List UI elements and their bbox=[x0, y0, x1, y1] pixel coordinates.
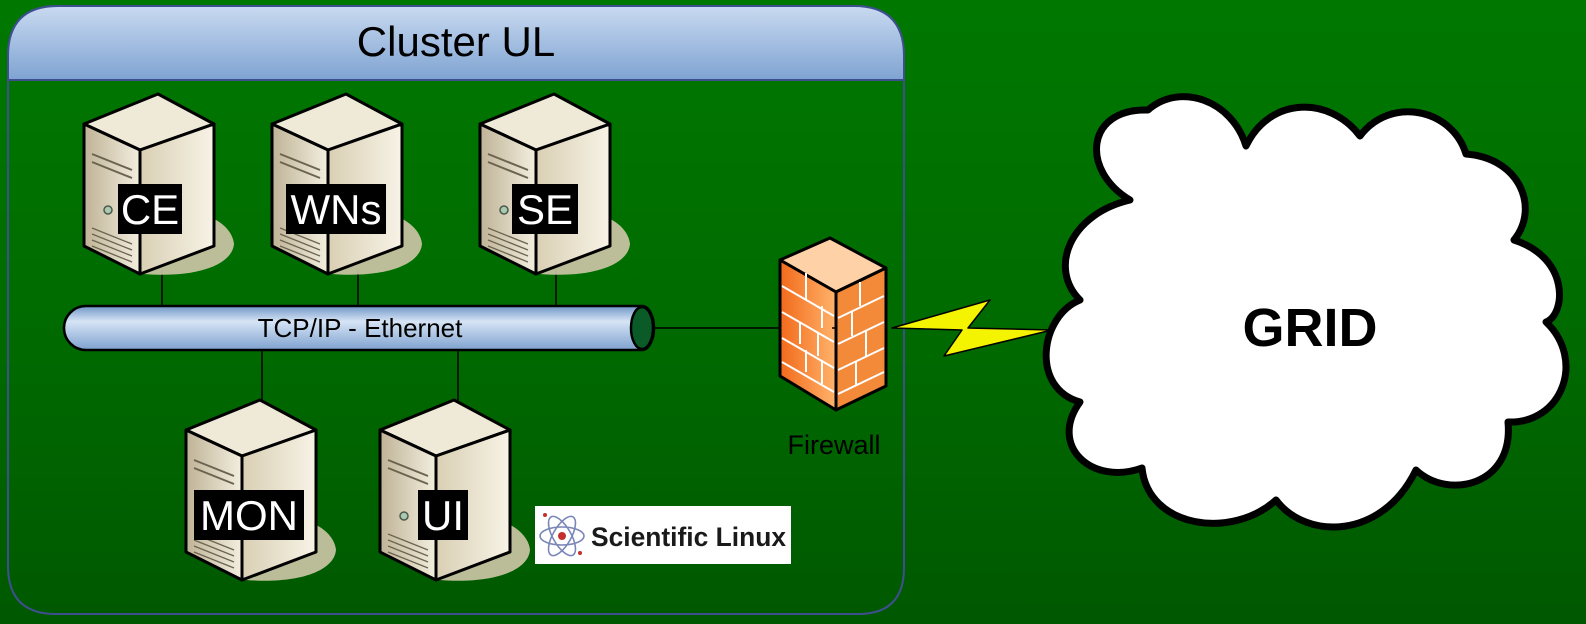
lightning-icon bbox=[891, 299, 1053, 357]
bus-connectors bbox=[161, 270, 557, 404]
scientific-linux-logo: Scientific Linux bbox=[535, 506, 791, 564]
atom-icon bbox=[539, 513, 585, 557]
firewall-label: Firewall bbox=[787, 430, 880, 460]
server-ui: UI bbox=[378, 398, 532, 583]
server-label-ui: UI bbox=[422, 492, 464, 539]
cluster-header bbox=[7, 5, 905, 81]
server-ce: CE bbox=[82, 92, 236, 277]
server-label-se: SE bbox=[517, 186, 573, 233]
server-label-bg bbox=[512, 184, 578, 234]
server-label-bg bbox=[194, 490, 304, 540]
server-label-bg bbox=[418, 490, 468, 540]
server-label-ce: CE bbox=[121, 186, 179, 233]
cluster-box: Cluster UL bbox=[7, 5, 905, 615]
server-mon: MON bbox=[184, 398, 338, 583]
logo-text: Scientific Linux bbox=[591, 522, 786, 552]
server-label-wns: WNs bbox=[291, 186, 382, 233]
server-label-bg bbox=[286, 184, 386, 234]
server-se: SE bbox=[478, 92, 632, 277]
firewall-icon bbox=[778, 236, 888, 412]
server-label-bg bbox=[118, 184, 182, 234]
ethernet-label: TCP/IP - Ethernet bbox=[258, 313, 463, 343]
cluster-title: Cluster UL bbox=[357, 18, 555, 65]
grid-cloud-icon: GRID bbox=[1042, 93, 1570, 531]
server-wns: WNs bbox=[270, 92, 424, 277]
ethernet-bus: TCP/IP - Ethernet bbox=[62, 304, 656, 352]
grid-label: GRID bbox=[1243, 298, 1378, 358]
server-label-mon: MON bbox=[200, 492, 298, 539]
